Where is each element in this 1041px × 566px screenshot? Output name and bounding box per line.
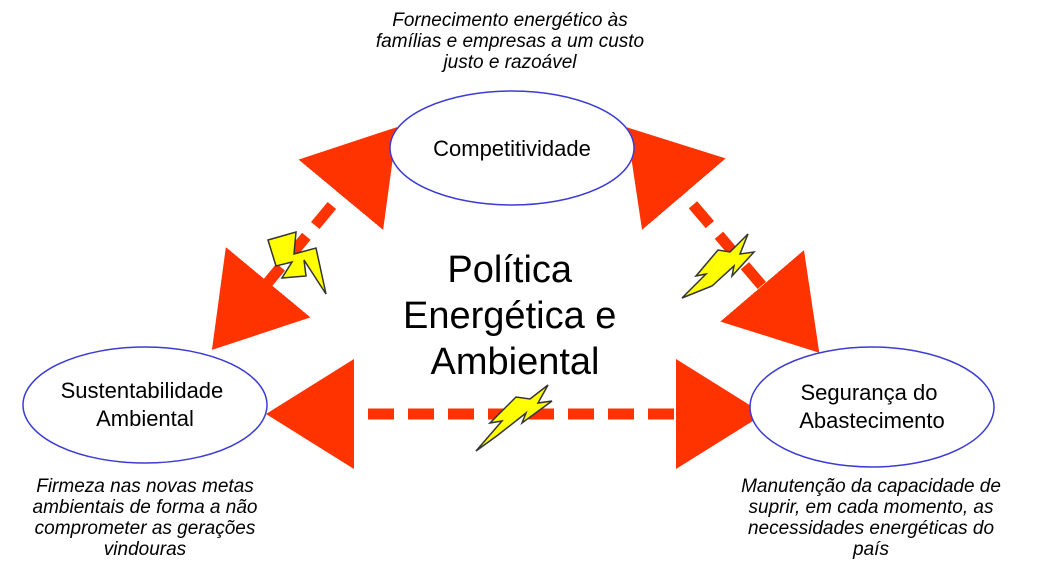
svg-text:Sustentabilidade Ambient: Sustentabilidade Ambiental [61,378,230,431]
node-left-label-line-2: Ambiental [96,406,194,431]
node-top-label: Competitividade [433,136,591,161]
lightning-bolt-icon [475,384,553,452]
caption-top-line-1: Fornecimento energético às [392,10,628,31]
node-sustentabilidade-ambiental: Sustentabilidade Ambiental [22,346,268,464]
caption-left-line-3: comprometer as gerações [34,518,256,539]
caption-right: Manutenção da capacidade de suprir, em c… [706,476,1036,560]
lightning-bolt-icon [267,230,327,295]
svg-text:Segurança do Abastecimen: Segurança do Abastecimento [799,380,945,433]
caption-top: Fornecimento energético às famílias e em… [300,10,720,73]
caption-left: Firmeza nas novas metas ambientais de fo… [0,476,290,560]
svg-text:Competitividade: Competitividade [433,136,591,161]
arrow-top-left [211,127,398,350]
lightning-bolt-icon [681,233,756,299]
arrow-top-right [626,127,820,353]
node-competitividade: Competitividade [389,90,635,206]
caption-left-line-1: Firmeza nas novas metas [36,476,254,497]
center-title-line-1: Política [447,249,572,291]
node-right-label-line-1: Segurança do [800,380,937,405]
caption-top-line-2: famílias e empresas a um custo [375,31,645,52]
center-title-line-3: Ambiental [431,341,600,383]
center-title-line-2: Energética e [403,295,616,337]
node-seguranca-abastecimento: Segurança do Abastecimento [749,346,995,468]
caption-top-line-3: justo e razoável [443,52,577,73]
caption-right-line-1: Manutenção da capacidade de [741,476,1001,497]
caption-left-line-2: ambientais de forma a não [32,497,258,518]
center-title: Política Energética e Ambiental [403,249,627,383]
node-right-label-line-2: Abastecimento [799,408,945,433]
caption-left-line-4: vindouras [103,539,187,560]
caption-right-line-3: necessidades energéticas do [747,518,995,539]
node-left-label-line-1: Sustentabilidade [61,378,224,403]
caption-right-line-2: suprir, em cada momento, as [748,497,994,518]
caption-right-line-4: país [853,539,889,560]
